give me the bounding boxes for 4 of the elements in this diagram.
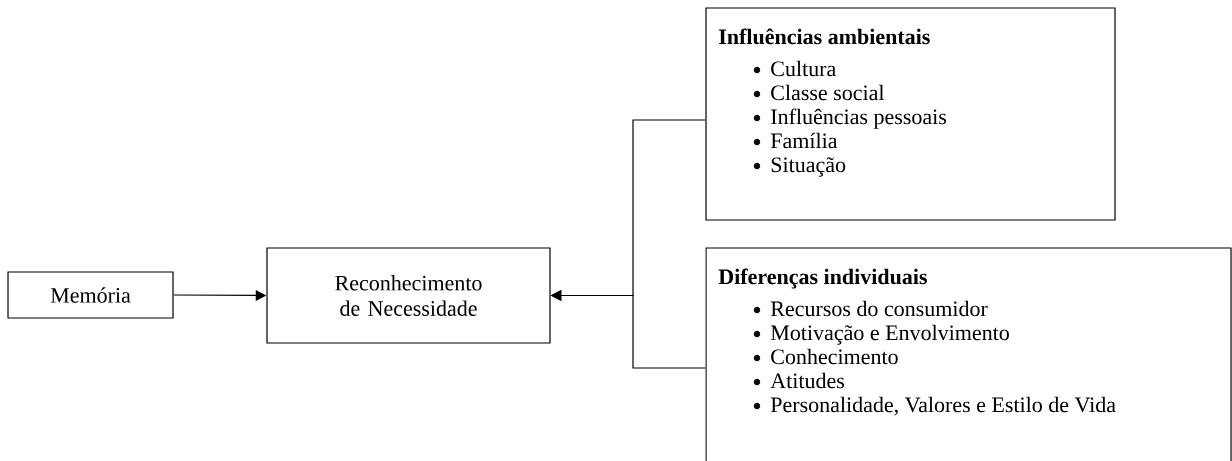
process-box: Memória	[7, 271, 174, 319]
process-box: Reconhecimento de Necessidade	[266, 247, 551, 344]
list-box: Diferenças individuais Recursos do consumidor Motivação e Envolvimento Conhecimento Atitudes Personalidade, Valores e Estilo de Vida	[705, 247, 1232, 461]
list-box: Influências ambientais Cultura Classe social Influências pessoais Família Situação	[705, 7, 1116, 221]
